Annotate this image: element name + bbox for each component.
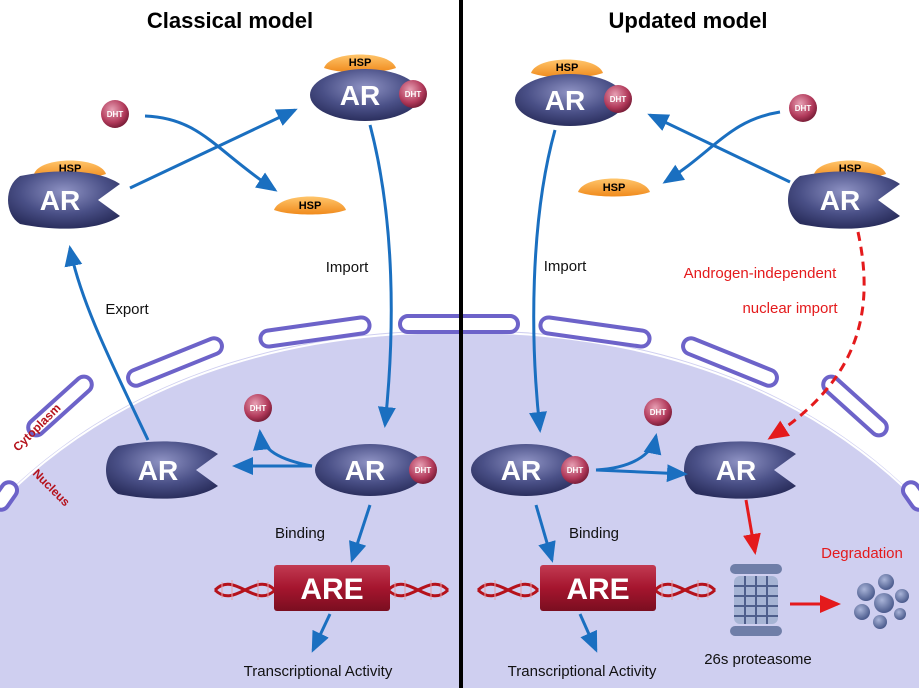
- ar-free-nuclear-right: AR: [684, 441, 796, 499]
- arrow-import-right: [529, 129, 557, 433]
- arrow-export-left: [64, 245, 150, 441]
- transcription-label-left: Transcriptional Activity: [244, 663, 393, 680]
- ar-free-nuclear-left: AR: [106, 441, 218, 499]
- are-label: ARE: [300, 573, 363, 606]
- dht-molecule-left-top: DHT: [101, 100, 129, 128]
- ar-label: AR: [40, 185, 80, 216]
- ar-label: AR: [345, 455, 385, 486]
- arrow-binding-left: [349, 504, 372, 563]
- cytoplasm-label: Cytoplasm: [10, 401, 63, 454]
- dht-label: DHT: [567, 466, 584, 475]
- arrow-dht-release-left: [253, 429, 313, 468]
- arrow-binding-right: [534, 504, 556, 563]
- dht-molecule-right-top: DHT: [789, 94, 817, 122]
- dht-label: DHT: [795, 104, 812, 113]
- proteasome-label: 26s proteasome: [704, 651, 812, 668]
- title-classical: Classical model: [147, 8, 313, 33]
- dht-label: DHT: [107, 110, 124, 119]
- hsp-label: HSP: [349, 57, 372, 69]
- import-label-right: Import: [544, 258, 587, 275]
- ar-label: AR: [545, 85, 585, 116]
- arrow-transcription-right: [578, 613, 598, 653]
- dht-label: DHT: [650, 408, 667, 417]
- arrow-to-proteasome: [743, 499, 761, 555]
- hsp-released-right: HSP: [578, 178, 650, 197]
- hsp-label: HSP: [556, 62, 579, 74]
- arrow-hsp-dissociation-right: [662, 110, 781, 184]
- arrow-ar-to-ligand-bound-right: [647, 113, 791, 184]
- ar-label: AR: [501, 455, 541, 486]
- hsp-released-left: HSP: [274, 196, 346, 215]
- are-box-left: [274, 565, 390, 611]
- transcription-label-right: Transcriptional Activity: [508, 663, 657, 680]
- ar-label: AR: [138, 455, 178, 486]
- arrow-to-free-ar-right: [595, 464, 688, 483]
- ar-hsp-dht-complex-left: HSP AR DHT: [310, 54, 427, 121]
- arrow-ar-to-ligand-bound-left: [129, 108, 298, 190]
- binding-label-left: Binding: [275, 525, 325, 542]
- proteasome-icon: [730, 564, 782, 636]
- ar-hsp-complex-right: HSP AR: [788, 160, 900, 229]
- androgen-independent-label-1: Androgen-independent: [684, 265, 837, 282]
- ar-label: AR: [820, 185, 860, 216]
- arrow-hsp-dissociation-left: [144, 114, 278, 192]
- dna-are-left: ARE: [213, 565, 450, 611]
- arrow-import-left: [368, 124, 396, 428]
- dht-label: DHT: [610, 95, 627, 104]
- hsp-label: HSP: [299, 200, 322, 212]
- ar-label: AR: [716, 455, 756, 486]
- degraded-fragments-icon: [854, 574, 909, 629]
- arrow-transcription-left: [311, 613, 332, 653]
- are-label: ARE: [566, 573, 629, 606]
- binding-label-right: Binding: [569, 525, 619, 542]
- ar-dht-nuclear-right: AR DHT: [471, 444, 589, 496]
- import-label-left: Import: [326, 259, 369, 276]
- title-updated: Updated model: [609, 8, 768, 33]
- dht-released-left: DHT: [244, 394, 272, 422]
- are-box-right: [540, 565, 656, 611]
- ar-dht-nuclear-left: AR DHT: [315, 444, 437, 496]
- dht-released-right: DHT: [644, 398, 672, 426]
- export-label: Export: [105, 301, 149, 318]
- arrow-androgen-independent-import: [767, 231, 866, 440]
- ar-hsp-complex-left: HSP AR: [8, 160, 120, 229]
- dht-label: DHT: [415, 466, 432, 475]
- androgen-independent-label-2: nuclear import: [742, 300, 838, 317]
- degradation-label: Degradation: [821, 545, 903, 562]
- ar-hsp-dht-complex-right: HSP AR DHT: [515, 59, 632, 126]
- dht-label: DHT: [405, 90, 422, 99]
- dht-label: DHT: [250, 404, 267, 413]
- hsp-label: HSP: [603, 182, 626, 194]
- dna-are-right: ARE: [476, 565, 717, 611]
- ar-label: AR: [340, 80, 380, 111]
